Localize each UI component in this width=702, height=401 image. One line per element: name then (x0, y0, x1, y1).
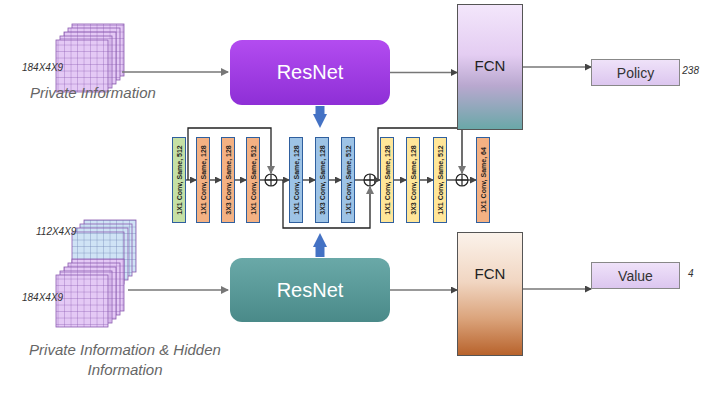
node-label: ResNet (277, 279, 344, 302)
connector-arrow (523, 66, 591, 68)
conv-layer-block: 1X1 Conv, Same, 512 (341, 137, 355, 223)
node-label: Value (618, 268, 653, 284)
node-label: FCN (458, 265, 522, 282)
node-label: ResNet (277, 61, 344, 84)
layer-label: 1X1 Conv, Same, 128 (293, 145, 300, 215)
connector-arrow (235, 179, 246, 180)
connector-arrow (447, 179, 476, 180)
output-box: Value (591, 262, 680, 289)
dimension-label: 112X4X9 (36, 226, 76, 237)
connector-arrow (420, 179, 433, 180)
conv-layer-block: 1X1 Conv, Same, 64 (476, 137, 490, 223)
layer-label: 3X3 Conv, Same, 128 (410, 145, 417, 215)
connector-arrow (260, 179, 289, 180)
layer-label: 1X1 Conv, Same, 128 (200, 145, 207, 215)
layer-label: 1X1 Conv, Same, 512 (437, 145, 444, 215)
layer-label: 1X1 Conv, Same, 512 (250, 145, 257, 215)
resnet-box: ResNet (230, 40, 390, 105)
node-label: FCN (458, 57, 522, 74)
output-box: Policy (591, 59, 680, 86)
connector-arrow (394, 179, 406, 180)
connector-arrow (186, 179, 196, 180)
connector-arrow (303, 179, 315, 180)
dimension-label: 184X4X9 (22, 62, 63, 73)
connector-arrow (523, 288, 591, 290)
conv-layer-block: 3X3 Conv, Same, 128 (315, 137, 329, 223)
input-caption: Private Information (30, 84, 156, 101)
connector-arrow (210, 179, 221, 180)
output-size: 238 (682, 65, 699, 76)
resnet-box: ResNet (230, 258, 390, 322)
conv-layer-block: 3X3 Conv, Same, 128 (406, 137, 420, 223)
conv-layer-block: 1X1 Conv, Same, 512 (246, 137, 260, 223)
output-size: 4 (688, 268, 694, 279)
conv-layer-block: 1X1 Conv, Same, 512 (172, 137, 186, 223)
layer-label: 1X1 Conv, Same, 128 (384, 145, 391, 215)
layer-label: 3X3 Conv, Same, 128 (225, 145, 232, 215)
fcn-bar: FCN (457, 4, 523, 130)
layer-label: 1X1 Conv, Same, 512 (345, 145, 352, 215)
input-caption: Private Information & Hidden Information (20, 340, 230, 381)
fcn-bar: FCN (457, 232, 523, 356)
input-arrow (128, 289, 228, 291)
layer-label: 3X3 Conv, Same, 128 (319, 145, 326, 215)
layer-label: 1X1 Conv, Same, 64 (480, 147, 487, 213)
thick-arrow (316, 106, 325, 116)
dimension-label: 184X4X9 (22, 292, 63, 303)
layer-label: 1X1 Conv, Same, 512 (176, 145, 183, 215)
connector-arrow (355, 179, 380, 180)
skip-connection (188, 128, 462, 228)
conv-layer-block: 1X1 Conv, Same, 512 (433, 137, 447, 223)
input-grid-stack (56, 259, 124, 327)
conv-layer-block: 1X1 Conv, Same, 128 (196, 137, 210, 223)
thick-arrow (316, 245, 325, 257)
input-arrow (122, 71, 228, 73)
conv-layer-block: 1X1 Conv, Same, 128 (380, 137, 394, 223)
connector-arrow (329, 179, 341, 180)
conv-layer-block: 3X3 Conv, Same, 128 (221, 137, 235, 223)
conv-layer-block: 1X1 Conv, Same, 128 (289, 137, 303, 223)
node-label: Policy (617, 65, 654, 81)
connector-arrow (390, 72, 457, 74)
connector-arrow (390, 289, 457, 291)
input-grid-stack (56, 24, 124, 92)
